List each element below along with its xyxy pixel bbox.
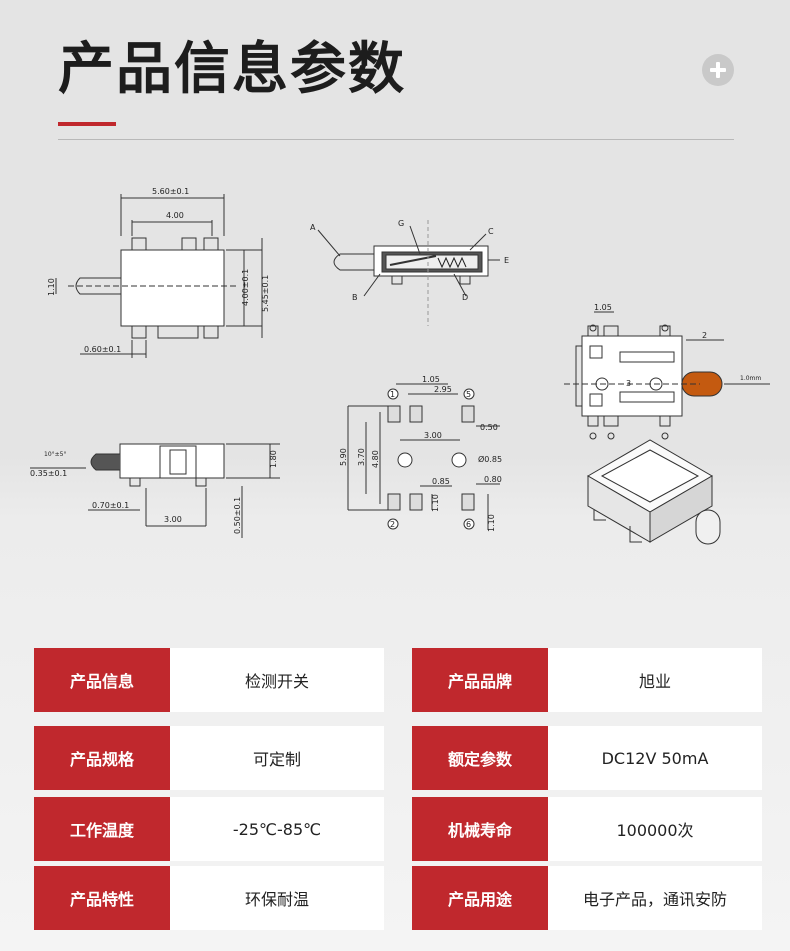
dim-label: 3.70: [357, 448, 366, 466]
section-label-b: B: [352, 293, 358, 302]
dim-label: 5.60±0.1: [152, 187, 189, 196]
dim-label: 4.00: [166, 211, 184, 220]
side-view-drawing: [30, 443, 280, 538]
dim-label: 4.80: [371, 450, 380, 468]
dim-label: Ø0.85: [478, 454, 502, 464]
dim-label: 0.85: [432, 477, 450, 486]
spec-value: 环保耐温: [170, 866, 384, 930]
dim-label: 1.80: [269, 450, 278, 468]
top-view-drawing: [55, 194, 263, 358]
spec-value: DC12V 50mA: [548, 726, 762, 790]
dim-label: 10°±5°: [44, 451, 66, 458]
iso-top-drawing: [564, 311, 770, 440]
footprint-drawing: [347, 383, 500, 530]
spec-value: 电子产品，通讯安防: [548, 866, 762, 930]
spec-table: 产品信息 检测开关 产品品牌 旭业 产品规格 可定制 额定参数 DC12V 50…: [34, 648, 764, 930]
dim-label: 4.00±0.1: [241, 269, 250, 306]
dim-label: 3.00: [424, 431, 442, 440]
spec-value: 检测开关: [170, 648, 384, 712]
section-label-g: G: [398, 219, 404, 228]
section-label-c: C: [488, 227, 494, 236]
spec-value: 可定制: [170, 726, 384, 790]
section-label-d: D: [462, 293, 468, 302]
spec-value: 旭业: [548, 648, 762, 712]
section-view-drawing: [317, 220, 500, 326]
dim-label: 3.00: [164, 515, 182, 524]
title-divider: [58, 139, 734, 140]
page-title: 产品信息参数: [58, 37, 406, 102]
spec-key: 产品特性: [34, 866, 170, 930]
dim-label: 3: [626, 379, 631, 388]
pin-number: 1: [390, 390, 395, 399]
spec-key: 机械寿命: [412, 797, 548, 861]
iso-3d-drawing: [587, 439, 721, 545]
dim-label: 1.10: [431, 494, 440, 512]
pin-number: 2: [390, 520, 395, 529]
pin-number: 5: [466, 390, 471, 399]
pin-number: 6: [466, 520, 471, 529]
spec-value: 100000次: [548, 797, 762, 861]
dim-label: 5.90: [339, 448, 348, 466]
dim-label: 1.05: [422, 375, 440, 384]
expand-plus-icon[interactable]: [702, 54, 734, 86]
spec-key: 额定参数: [412, 726, 548, 790]
dim-label: 0.50±0.1: [233, 497, 242, 534]
title-accent-bar: [58, 122, 116, 126]
spec-key: 产品规格: [34, 726, 170, 790]
dim-label: 2.95: [434, 385, 452, 394]
dim-label: 0.70±0.1: [92, 501, 129, 510]
drawings-svg: 5.60±0.1 4.00 4.00±0.1 5.45±0.1 1.10 0.6…: [30, 187, 770, 545]
dim-label: 0.60±0.1: [84, 345, 121, 354]
section-label-e: E: [504, 256, 509, 265]
spec-key: 产品品牌: [412, 648, 548, 712]
spec-key: 产品用途: [412, 866, 548, 930]
dim-label: 1.10: [487, 514, 496, 532]
spec-key: 工作温度: [34, 797, 170, 861]
spec-key: 产品信息: [34, 648, 170, 712]
section-label-a: A: [310, 223, 316, 232]
dim-label: 1.0mm: [740, 375, 761, 382]
dim-label: 0.50: [480, 423, 498, 432]
spec-value: -25℃-85℃: [170, 797, 384, 861]
dim-label: 2: [702, 331, 707, 340]
dim-label: 0.35±0.1: [30, 469, 67, 478]
dim-label: 1.05: [594, 303, 612, 312]
dim-label: 1.10: [47, 278, 56, 296]
technical-drawings: 5.60±0.1 4.00 4.00±0.1 5.45±0.1 1.10 0.6…: [0, 150, 790, 590]
dim-label: 0.80: [484, 475, 502, 484]
dim-label: 5.45±0.1: [261, 275, 270, 312]
